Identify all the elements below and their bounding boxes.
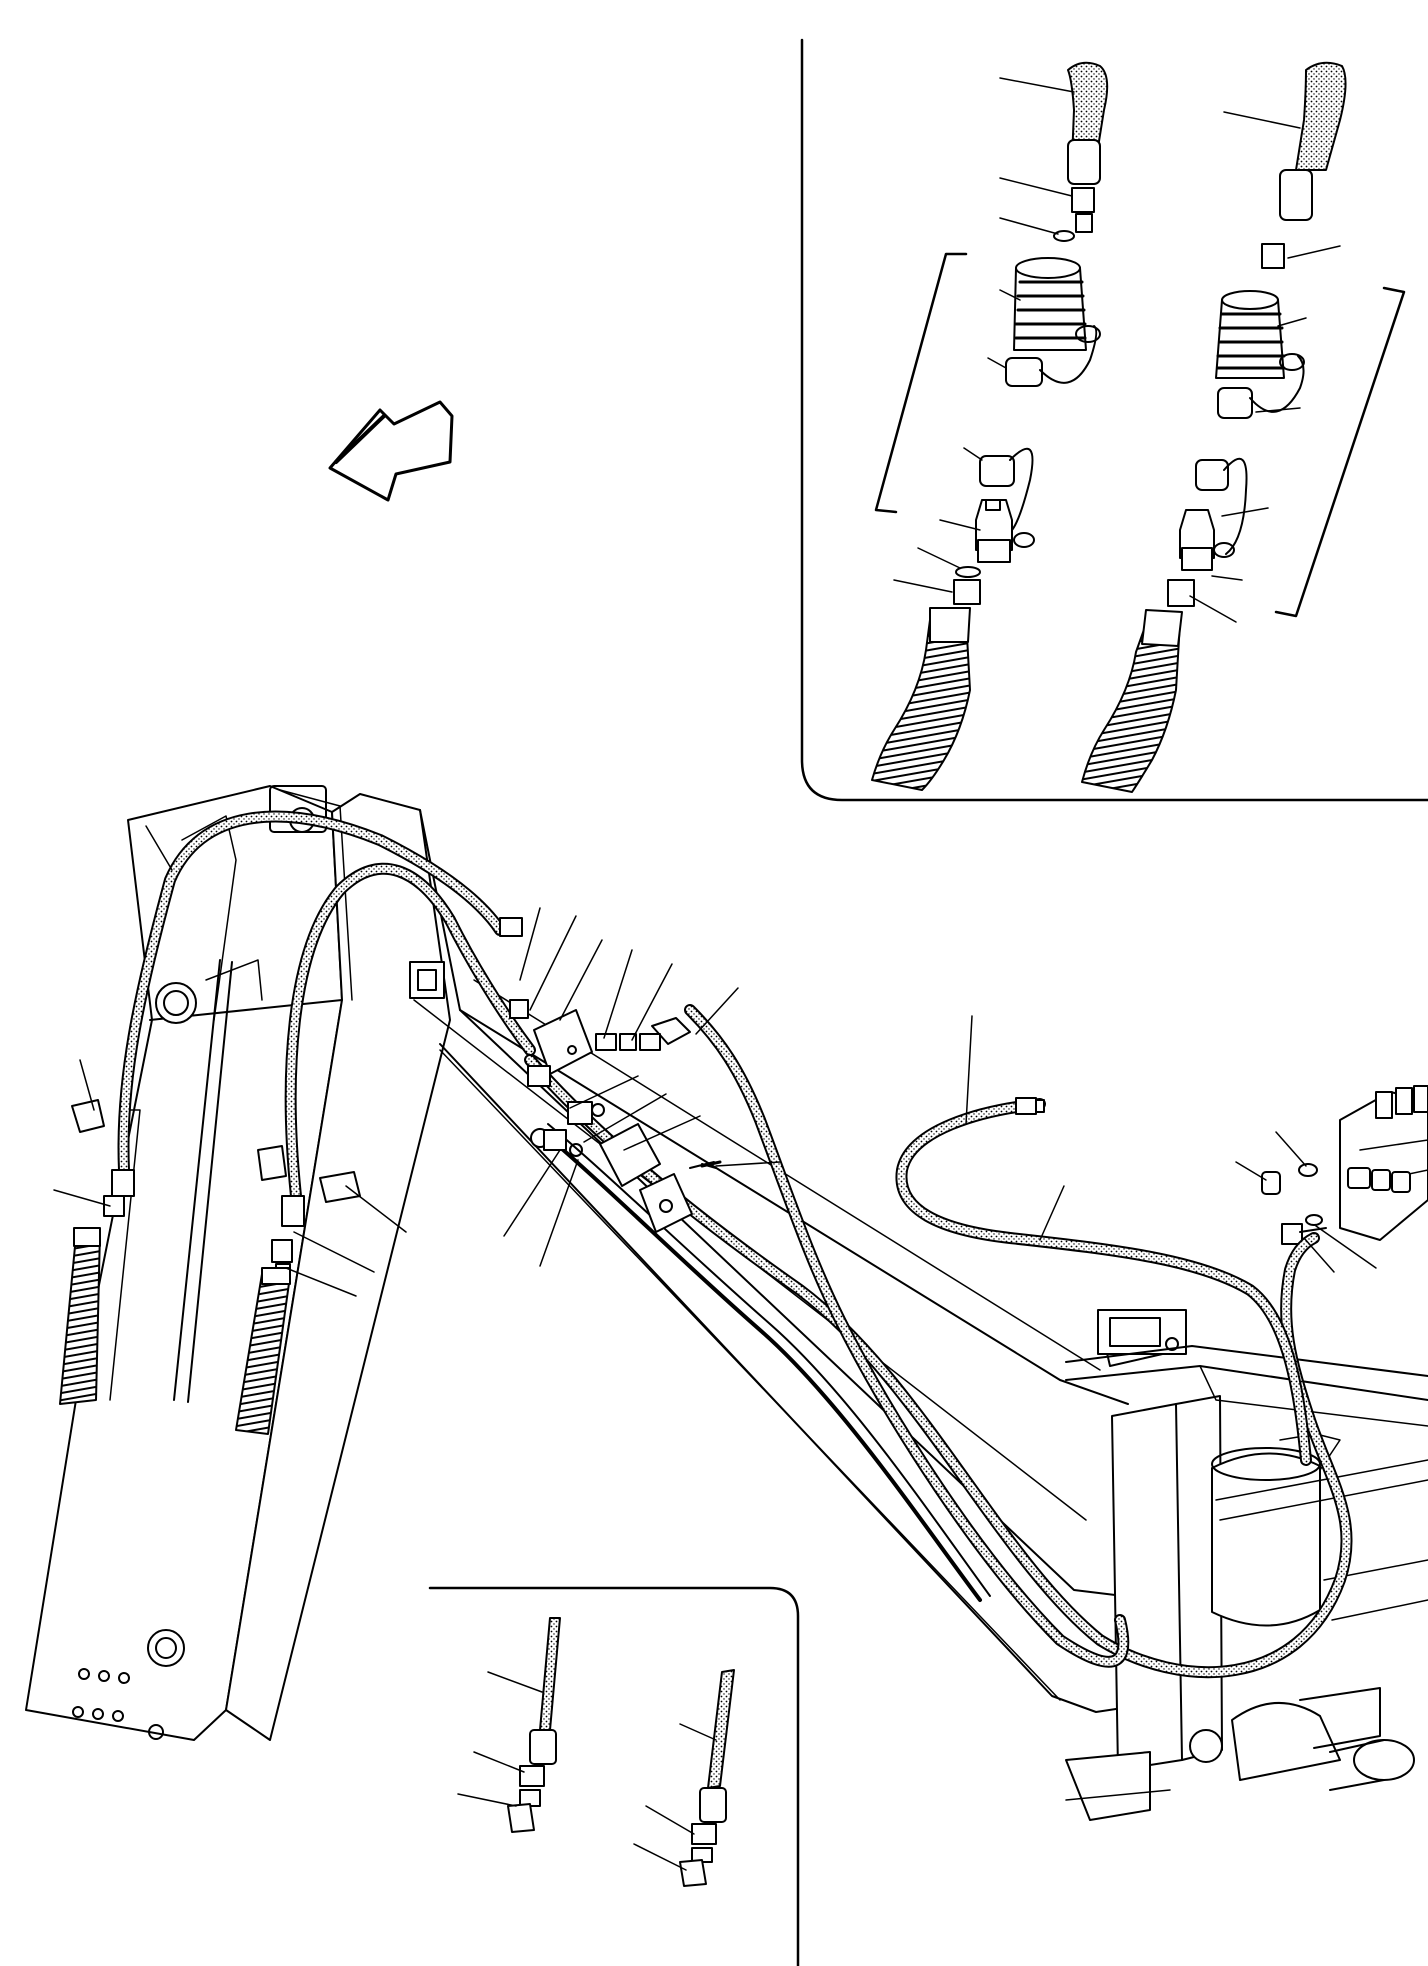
- hose-upper-right: [1295, 61, 1347, 171]
- dust-cap-lower-left: [979, 455, 1015, 487]
- hose-end-second: [235, 1145, 361, 1435]
- coupler-female-left: [1013, 257, 1087, 351]
- adapter-lower-left: [953, 579, 981, 605]
- hose-upper-left: [1067, 61, 1109, 161]
- adapter-lower-right: [1167, 579, 1195, 607]
- adapter-upper-right: [1261, 243, 1285, 269]
- cap-chain-lower-right: [1223, 457, 1248, 555]
- dust-cap-upper-left: [1005, 357, 1043, 387]
- swing-frame: [1065, 1309, 1428, 1821]
- coupler-male-left: [975, 499, 1013, 563]
- cap-ring-upper-left: [1075, 325, 1101, 343]
- hose-ferrule-upper-right: [1279, 169, 1313, 221]
- coupler-female-right: [1215, 290, 1286, 379]
- hose-routing: [117, 810, 1353, 1679]
- hose-ferrule-upper-left: [1067, 139, 1101, 185]
- coupling-assembly-left: [871, 61, 1109, 791]
- bracket-left: [874, 252, 968, 514]
- fittings-lower: [527, 1065, 722, 1233]
- mount-block: [409, 961, 445, 999]
- boom-pin-lower: [147, 1629, 185, 1667]
- adapter-upper-left: [1075, 213, 1093, 233]
- manifold-block-side: [639, 1173, 693, 1233]
- hose-end-detail-left: [507, 1617, 561, 1833]
- leader-lines-bottom-detail: [457, 1671, 717, 1871]
- boom-diagonal-members: [409, 809, 1177, 1713]
- cap-ring-upper-right: [1279, 353, 1305, 371]
- o-ring-lower-left: [955, 566, 981, 578]
- swing-post-column: [1111, 1403, 1183, 1771]
- detail-hose-ends: [428, 1586, 800, 1966]
- hose-ferrule-lower-right: [1141, 609, 1183, 647]
- hose-end-detail-right: [679, 1669, 735, 1887]
- hose-nut-upper-left: [1071, 187, 1095, 213]
- hose-loop-right: [895, 1098, 1312, 1466]
- dust-cap-upper-right: [1217, 387, 1253, 419]
- coupling-assembly-right: [1081, 61, 1347, 793]
- fitting-hose-top-right: [1015, 1097, 1045, 1115]
- valve-fitting-elbow: [1281, 1214, 1327, 1245]
- boom-cylinder-rod: [173, 959, 233, 1403]
- swing-post-socket: [1097, 1309, 1187, 1355]
- boom-arm: [25, 785, 451, 1741]
- coupler-male-right: [1179, 509, 1215, 571]
- swing-cylinder: [1231, 1701, 1341, 1781]
- cap-chain-lower-left: [1009, 447, 1034, 531]
- cap-chain-upper-right: [1249, 355, 1305, 413]
- main-view: [25, 785, 1428, 1821]
- direction-arrow-icon: [328, 400, 454, 502]
- leader-lines-main: [53, 825, 1377, 1297]
- boom-bolt-holes: [72, 1668, 164, 1740]
- hose-clamp-third: [319, 1171, 361, 1203]
- cap-chain-upper-left: [1039, 325, 1098, 384]
- hose-lower-pair: [538, 1128, 982, 1602]
- boom-side-plate: [225, 793, 451, 1741]
- bracket-right: [1274, 286, 1406, 618]
- hose-clamp-left: [71, 1099, 105, 1133]
- detail-frame-bottom: [428, 1586, 800, 1966]
- manifold-block-upper: [533, 1009, 593, 1075]
- manifold-block-lower: [599, 1123, 661, 1187]
- o-ring-upper-left: [1053, 230, 1075, 242]
- swing-cylinder-end: [1353, 1739, 1415, 1781]
- boom-pin-upper: [155, 982, 197, 1024]
- leader-lines-detail: [893, 77, 1341, 623]
- pivot-pin: [1189, 1729, 1223, 1763]
- valve-plug: [1261, 1163, 1318, 1195]
- hose-ferrule-lower-left: [929, 607, 971, 643]
- control-valve-bank: [1339, 1085, 1428, 1241]
- boom-pivot-bracket: [269, 785, 327, 833]
- detail-frame-top: [800, 38, 1428, 802]
- detail-quick-couplings: [800, 38, 1428, 802]
- dust-cap-lower-right: [1195, 459, 1229, 491]
- cap-ring-lower-left: [1013, 532, 1035, 548]
- hose-end-left: [59, 1099, 135, 1405]
- cap-ring-lower-right: [1213, 542, 1235, 558]
- hose-clamp-second: [257, 1145, 287, 1181]
